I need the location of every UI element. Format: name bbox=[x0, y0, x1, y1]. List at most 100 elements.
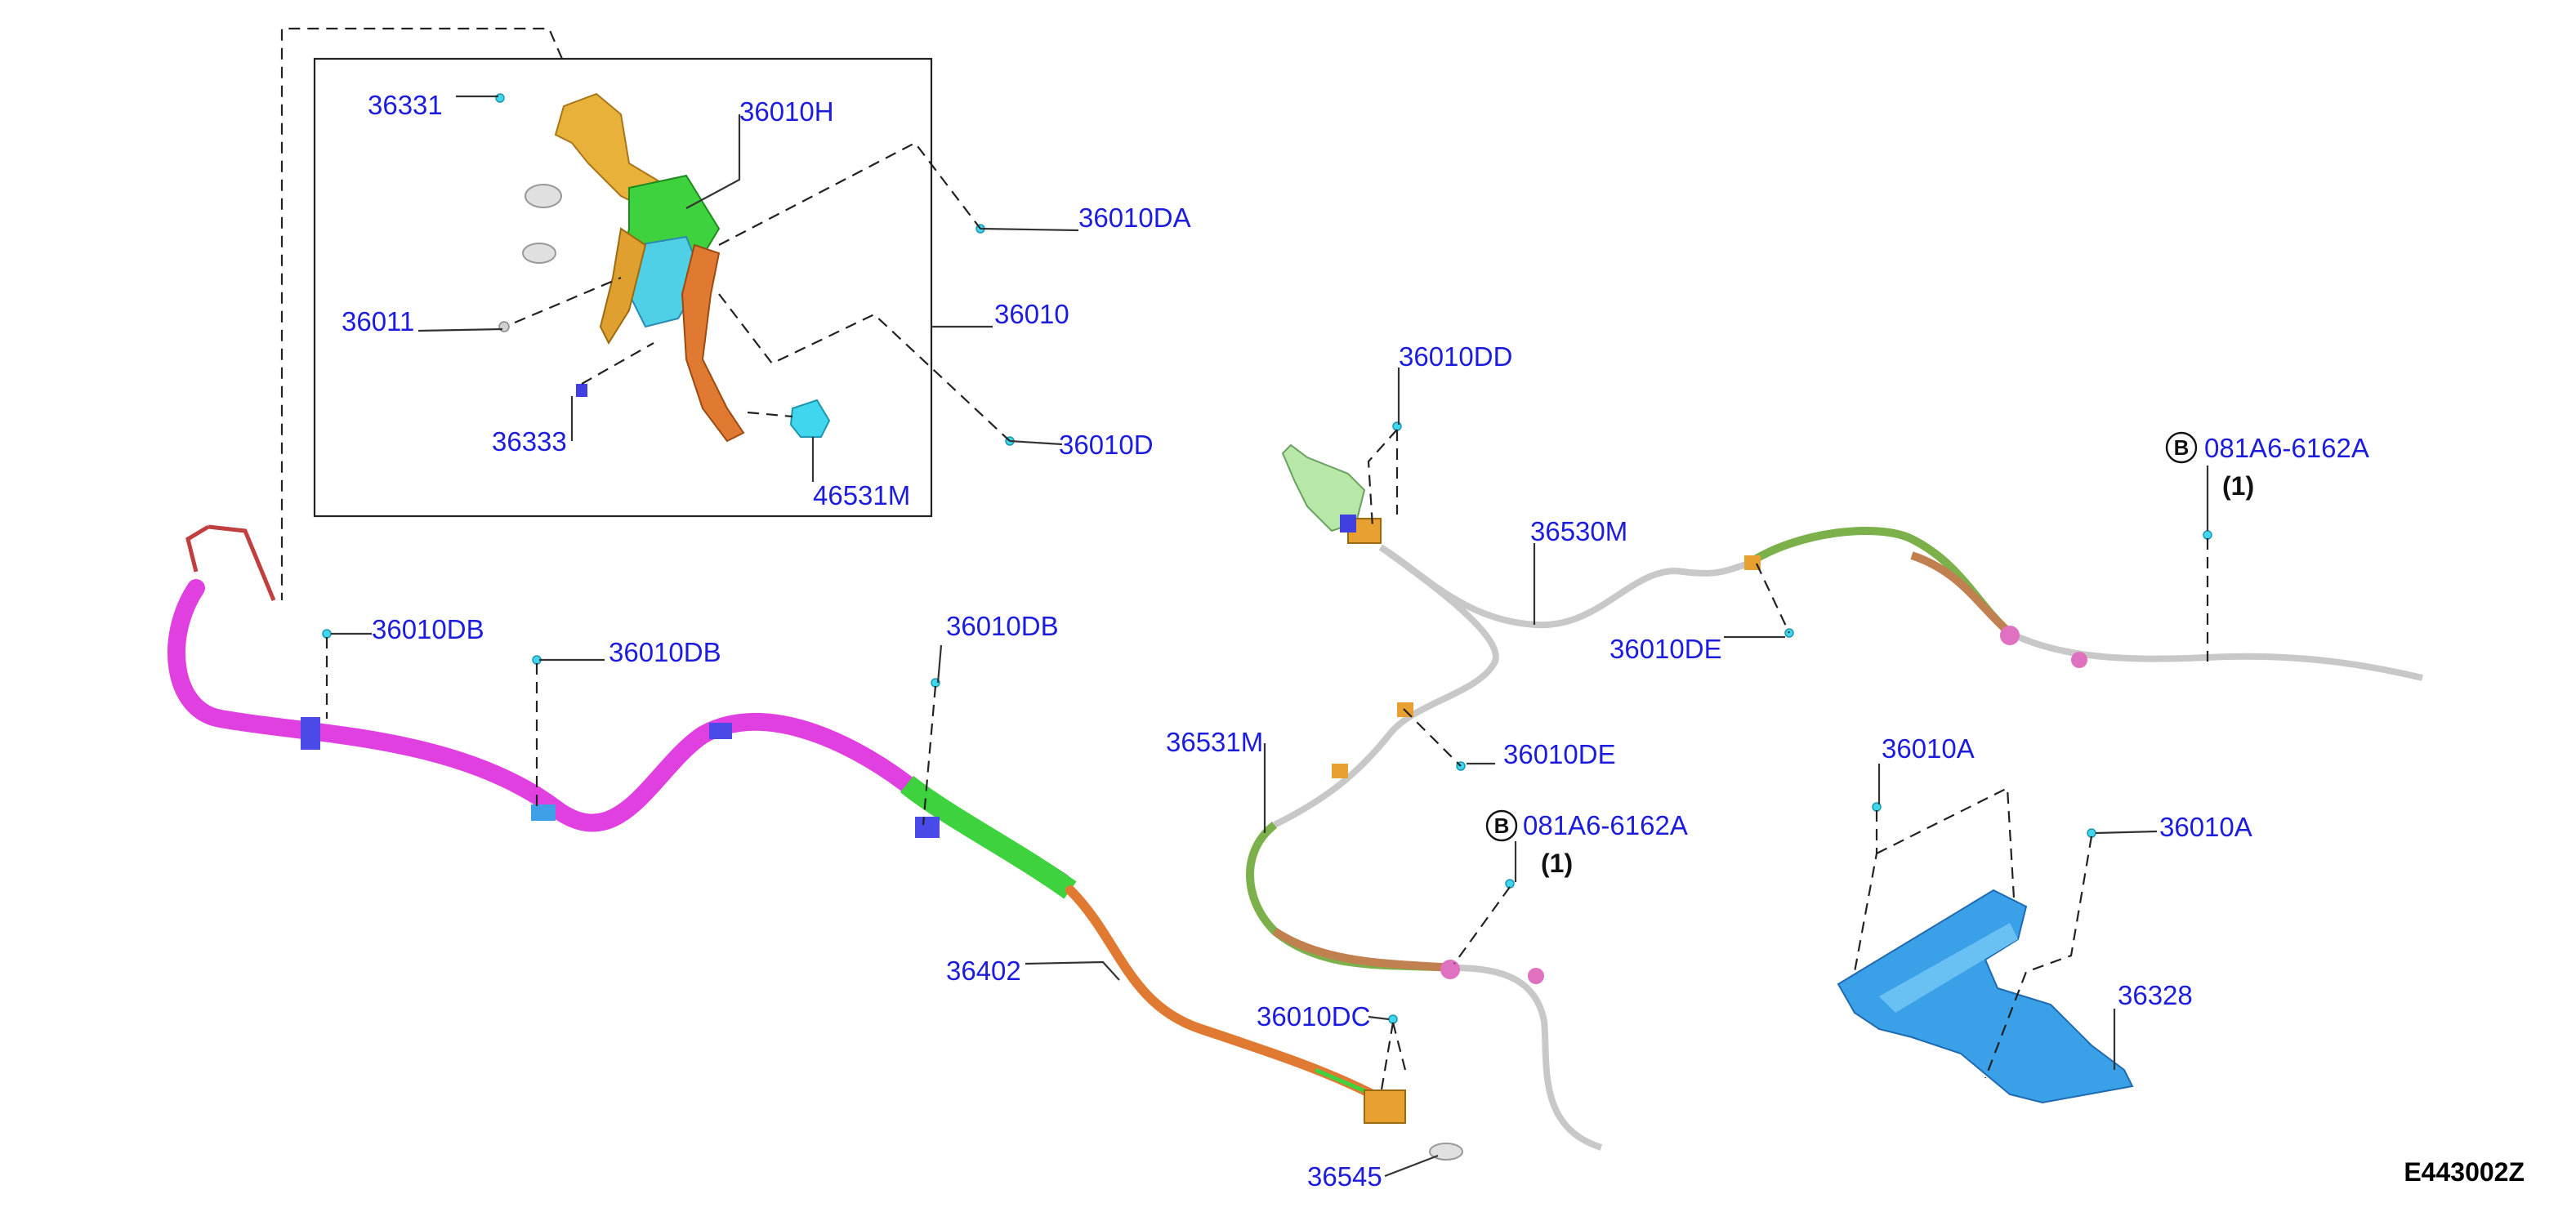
bolt-081A6-1 bbox=[1505, 879, 1515, 889]
guide-36010DA bbox=[718, 141, 981, 246]
label-36530M: 36530M bbox=[1530, 516, 1627, 546]
bolt-marker-letter-1: B bbox=[1494, 813, 1510, 838]
guide-36010DB-3 bbox=[922, 685, 937, 826]
rear-cable-right-brown bbox=[1910, 551, 2013, 636]
rear-cable-left-end bbox=[1453, 965, 1603, 1151]
quantity-1: (1) bbox=[1541, 849, 1573, 878]
label-36010DB-3: 36010DB bbox=[946, 611, 1059, 641]
quantity-2: (1) bbox=[2222, 471, 2254, 501]
grommet-right-2 bbox=[2071, 652, 2087, 668]
grommet-left-2 bbox=[1528, 968, 1544, 984]
guide-36010A-1b bbox=[1876, 786, 2016, 899]
bolt-marker-circle-2 bbox=[2165, 431, 2198, 464]
guide-36010DE-2 bbox=[1403, 708, 1462, 767]
front-cable-tip bbox=[1315, 1067, 1373, 1097]
leader-36010DB-3 bbox=[936, 644, 943, 684]
guide-36333 bbox=[581, 342, 654, 385]
label-36328: 36328 bbox=[2118, 980, 2193, 1010]
label-36010A-2: 36010A bbox=[2159, 812, 2252, 842]
leader-36402 bbox=[1025, 960, 1120, 981]
label-36010H: 36010H bbox=[739, 96, 834, 127]
cable-clamp-2 bbox=[531, 804, 556, 821]
grey-clip-1 bbox=[525, 184, 562, 208]
cable-clamp-3 bbox=[709, 723, 732, 739]
figure-id: E443002Z bbox=[2404, 1157, 2525, 1187]
heat-shield-highlight bbox=[1879, 923, 2018, 1013]
grey-clip-2 bbox=[522, 243, 556, 264]
label-36010A-1: 36010A bbox=[1882, 733, 1975, 764]
front-cable-assembly bbox=[167, 524, 1463, 1178]
bolt-marker-2: B bbox=[2165, 431, 2198, 464]
cable-end-red bbox=[185, 524, 210, 573]
leader-36010DC bbox=[1368, 1015, 1390, 1021]
guide-081A6-1 bbox=[1453, 886, 1511, 965]
rear-cable-right-end bbox=[2008, 630, 2423, 681]
label-36331: 36331 bbox=[368, 90, 443, 120]
cable-clamp-4 bbox=[915, 817, 940, 838]
switch-36333 bbox=[576, 384, 587, 397]
label-36010DA: 36010DA bbox=[1078, 203, 1191, 233]
label-36010DE-2: 36010DE bbox=[1503, 739, 1616, 769]
leader-36010H bbox=[685, 114, 741, 209]
clip-36010DC bbox=[1388, 1014, 1398, 1024]
cable-bracket-front bbox=[1281, 443, 1366, 532]
leader-36011 bbox=[417, 328, 503, 332]
guide-36010DE-1 bbox=[1756, 563, 1790, 634]
cable-fitting-right bbox=[1744, 555, 1761, 570]
clip-36010DD bbox=[1392, 421, 1402, 431]
clip-36011 bbox=[498, 321, 510, 332]
label-36010DB-2: 36010DB bbox=[609, 637, 721, 667]
leader-36010A-2 bbox=[2095, 830, 2158, 835]
front-cable-orange bbox=[1065, 885, 1377, 1099]
leader-36010DA bbox=[980, 227, 1079, 232]
bolt-marker-circle-1 bbox=[1485, 809, 1518, 842]
leader-36010D bbox=[1009, 439, 1063, 446]
guide-36010DC-1 bbox=[1379, 1022, 1395, 1095]
guide-36010A-1a bbox=[1853, 810, 1878, 973]
rear-cable-left-grey bbox=[1273, 544, 1499, 828]
label-36333: 36333 bbox=[492, 426, 567, 457]
grommet-right-1 bbox=[2000, 626, 2020, 645]
guide-36010D bbox=[718, 293, 1011, 442]
cable-bracket-blue bbox=[1340, 515, 1356, 532]
rear-cable-left-brown bbox=[1272, 927, 1455, 972]
rear-cable-assembly bbox=[1246, 368, 2423, 1151]
guide-36011 bbox=[514, 276, 622, 324]
label-36011: 36011 bbox=[342, 306, 414, 336]
cable-fitting-left-2 bbox=[1332, 764, 1348, 778]
guide-36010A-2 bbox=[1984, 835, 2093, 1079]
detail-frame bbox=[313, 57, 933, 518]
heat-shield-body bbox=[1837, 889, 2134, 1104]
label-36545: 36545 bbox=[1307, 1161, 1382, 1192]
heat-shield-36328 bbox=[1837, 764, 2158, 1104]
pedal-arm-right bbox=[681, 243, 745, 443]
leader-36545 bbox=[1384, 1154, 1439, 1178]
pedal-pad bbox=[789, 399, 831, 438]
guide-36010DC-2 bbox=[1391, 1022, 1407, 1071]
pedal-arm-left bbox=[599, 227, 647, 345]
label-36010DC: 36010DC bbox=[1257, 1001, 1370, 1032]
bolt-marker-1: B bbox=[1485, 809, 1518, 842]
label-36010D: 36010D bbox=[1059, 430, 1154, 460]
equalizer-bracket bbox=[1364, 1089, 1406, 1124]
label-081A6-6162A-2: 081A6-6162A bbox=[2204, 433, 2369, 463]
bolt-marker-letter-2: B bbox=[2174, 435, 2190, 460]
bolt-081A6-2 bbox=[2203, 530, 2212, 540]
clip-36010A-2 bbox=[2087, 828, 2096, 838]
label-36010DD: 36010DD bbox=[1399, 341, 1512, 372]
guide-46531M bbox=[747, 411, 793, 418]
guide-36010DD-1 bbox=[1367, 429, 1398, 528]
label-36402: 36402 bbox=[946, 956, 1021, 986]
detail-link-dashed-line bbox=[280, 27, 564, 600]
part-labels: 36331 36010H 36010DA 36011 36010 36333 3… bbox=[342, 90, 2369, 1192]
label-46531M: 46531M bbox=[813, 480, 910, 510]
label-36010DB-1: 36010DB bbox=[372, 614, 484, 644]
rear-cable-right-green bbox=[1746, 527, 2013, 636]
label-36010: 36010 bbox=[994, 299, 1069, 329]
cable-clamp-1 bbox=[301, 717, 320, 750]
label-36010DE-1: 36010DE bbox=[1609, 634, 1722, 664]
rear-cable-left-green bbox=[1246, 822, 1455, 972]
label-36531M: 36531M bbox=[1166, 727, 1263, 757]
cable-end-red-2 bbox=[208, 524, 276, 601]
